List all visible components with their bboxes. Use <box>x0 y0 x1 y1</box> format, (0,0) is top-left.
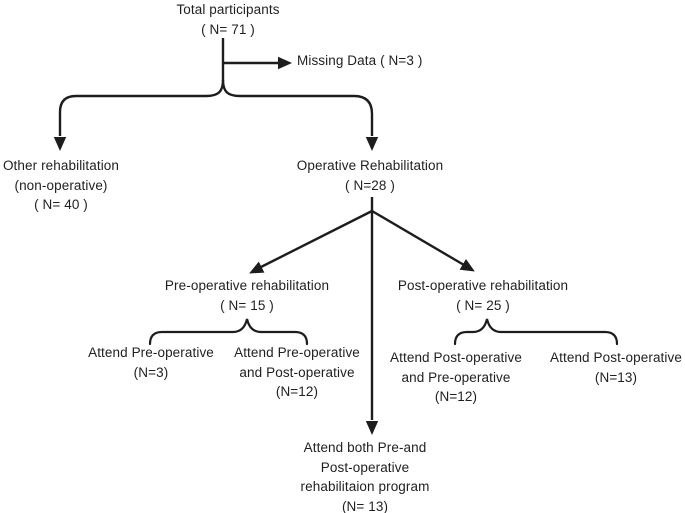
node-total-participants-label: Total participants <box>176 2 280 17</box>
node-attend-postoperative-label: Attend Post-operative <box>550 350 682 365</box>
node-attend-both-programs: Attend both Pre-and Post-operative rehab… <box>301 438 430 513</box>
arrowhead-to-other-rehab <box>53 137 67 151</box>
arrowhead-to-operative <box>365 137 379 151</box>
node-attend-preoperative-label: Attend Pre-operative <box>88 345 214 360</box>
node-other-rehabilitation-label: Other rehabilitation <box>2 158 120 173</box>
node-other-rehabilitation-sublabel: (non-operative) <box>14 177 108 193</box>
node-attend-postoperative: Attend Post-operative (N=13) <box>550 348 682 387</box>
node-total-participants-count: ( N= 71 ) <box>201 21 255 37</box>
edge-operative-to-postop <box>371 209 465 267</box>
node-postoperative-rehabilitation: Post-operative rehabilitation ( N= 25 ) <box>398 276 568 315</box>
node-attend-both-programs-label-3: rehabilitaion program <box>300 479 430 494</box>
node-postoperative-rehabilitation-label: Post-operative rehabilitation <box>397 278 569 293</box>
node-operative-rehabilitation-label: Operative Rehabilitation <box>296 158 444 173</box>
node-attend-both-programs-label-1: Attend both Pre-and <box>303 440 427 455</box>
preop-brace <box>148 318 309 346</box>
node-postoperative-rehabilitation-count: ( N= 25 ) <box>456 297 510 313</box>
node-attend-both-programs-count: (N= 13) <box>341 498 389 513</box>
arrowhead-to-preop <box>249 261 265 274</box>
arrowhead-to-missing <box>278 56 292 70</box>
arrowhead-to-attend-both <box>365 421 379 435</box>
edge-operative-to-preop <box>260 209 373 269</box>
node-attend-pre-and-post-count: (N=12) <box>275 384 319 399</box>
node-preoperative-rehabilitation-label: Pre-operative rehabilitation <box>164 278 330 293</box>
edge-total-to-operative <box>221 79 374 136</box>
edge-total-to-other-rehab <box>58 79 225 136</box>
node-operative-rehabilitation: Operative Rehabilitation ( N=28 ) <box>297 156 443 195</box>
node-attend-preoperative: Attend Pre-operative (N=3) <box>88 343 214 382</box>
node-other-rehabilitation-count: ( N= 40 ) <box>34 197 88 212</box>
node-operative-rehabilitation-count: ( N=28 ) <box>345 177 395 193</box>
node-attend-post-and-pre-label-1: Attend Post-operative <box>390 350 522 365</box>
node-attend-pre-and-post-label-2: and Post-operative <box>239 364 355 380</box>
node-attend-postoperative-count: (N=13) <box>594 369 638 385</box>
node-attend-post-and-pre-label-2: and Pre-operative <box>401 369 511 385</box>
node-preoperative-rehabilitation-count: ( N= 15 ) <box>220 297 274 313</box>
node-attend-pre-and-post-label-1: Attend Pre-operative <box>234 345 360 360</box>
node-attend-post-and-pre-count: (N=12) <box>434 389 478 404</box>
node-attend-both-programs-label-2: Post-operative <box>320 459 410 475</box>
node-attend-pre-and-post: Attend Pre-operative and Post-operative … <box>234 343 360 402</box>
node-missing-data-label: Missing Data ( N=3 ) <box>297 53 423 68</box>
node-missing-data: Missing Data ( N=3 ) <box>297 51 422 71</box>
node-attend-preoperative-count: (N=3) <box>133 364 169 380</box>
node-preoperative-rehabilitation: Pre-operative rehabilitation ( N= 15 ) <box>165 276 329 315</box>
arrowhead-to-postop <box>459 259 475 272</box>
postop-brace <box>453 318 619 346</box>
node-attend-post-and-pre: Attend Post-operative and Pre-operative … <box>390 348 522 407</box>
node-total-participants: Total participants ( N= 71 ) <box>176 0 279 39</box>
node-other-rehabilitation: Other rehabilitation (non-operative) ( N… <box>3 156 119 215</box>
